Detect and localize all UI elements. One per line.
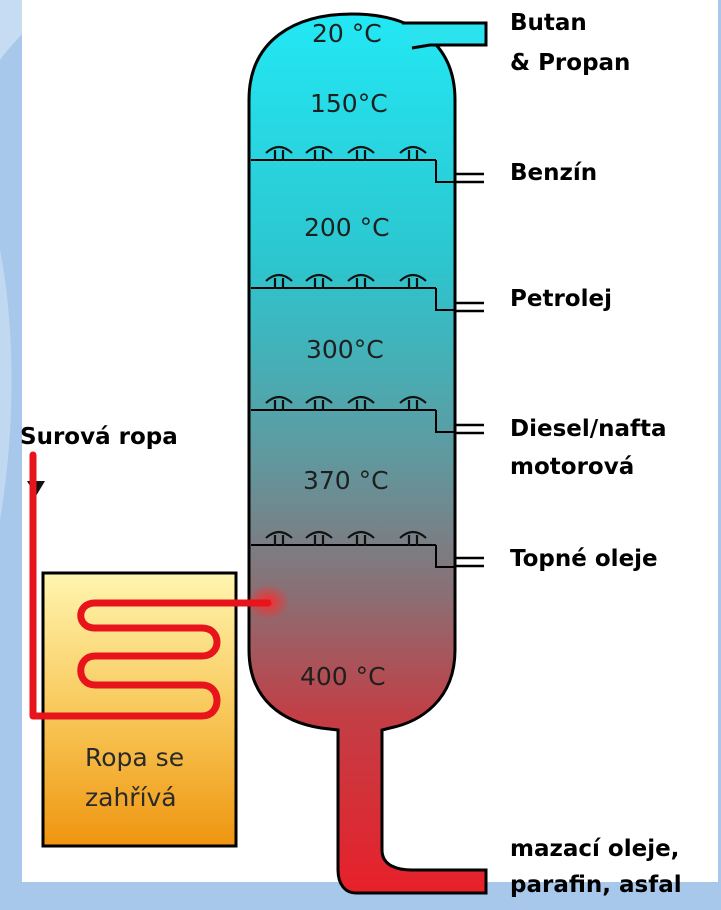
tray-1 [251,145,484,184]
product-label-bottom-2: parafin, asfal [510,872,682,898]
distillation-column [247,12,488,895]
tray-3 [251,395,484,435]
temp-label-150: 150°C [310,89,388,118]
product-label-diesel-2: motorová [510,454,634,480]
temp-label-370: 370 °C [303,466,389,495]
product-label-butane-1: Butan [510,10,587,36]
product-label-diesel-1: Diesel/nafta [510,416,667,442]
heater-label-1: Ropa se [85,743,184,772]
product-label-topne-oleje: Topné oleje [510,546,658,572]
product-label-benzin: Benzín [510,160,597,186]
temp-label-300: 300°C [306,335,384,364]
tray-4 [251,530,484,568]
crude-oil-pipe [29,451,272,720]
heater-label-2: zahřívá [85,783,177,812]
feed-label: Surová ropa [20,424,178,450]
product-label-butane-2: & Propan [510,50,630,76]
product-label-petrolej: Petrolej [510,286,612,312]
product-label-bottom-1: mazací oleje, [510,836,679,862]
heater [41,571,238,848]
temp-label-20: 20 °C [312,19,382,48]
temp-label-200: 200 °C [304,213,390,242]
tray-2 [251,273,484,313]
temp-label-400: 400 °C [300,662,386,691]
